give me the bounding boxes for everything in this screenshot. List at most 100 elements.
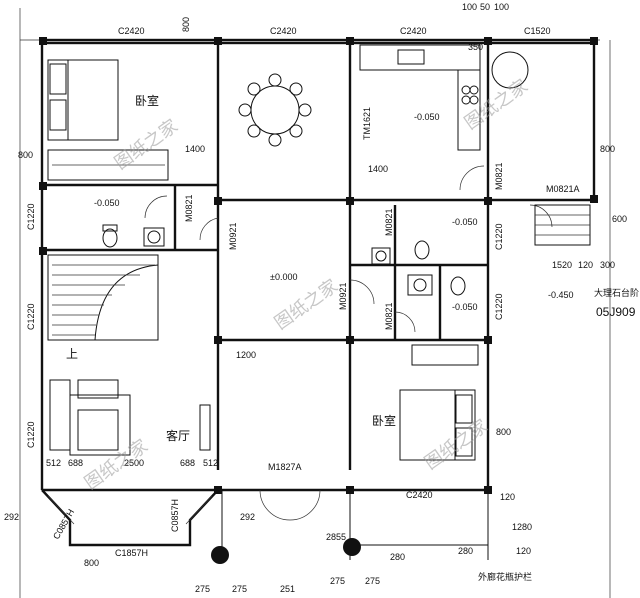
door-m0821-a: M0821 <box>184 194 194 222</box>
dim-1400-a: 1400 <box>185 144 205 154</box>
level-exterior: -0.450 <box>548 290 574 300</box>
room-bedroom-1: 卧室 <box>135 93 159 108</box>
door-tm1621: TM1621 <box>362 107 372 140</box>
dim-800-bottom: 800 <box>84 558 99 568</box>
sink-icon <box>407 274 433 296</box>
bed-icon <box>399 389 476 461</box>
dim-top-1: C2420 <box>118 26 145 36</box>
sofa-icon <box>49 379 131 456</box>
side-steps <box>534 204 591 246</box>
window-labels: C1220 C1220 C1220 C1220 C1220 C1857H C08… <box>26 203 504 558</box>
room-bedroom-2: 卧室 <box>372 413 396 428</box>
dimension-labels: C2420 800 C2420 C2420 100 50 100 C1520 1… <box>4 2 627 594</box>
kitchen-counter-icon <box>359 44 481 151</box>
dim-1400-b: 1400 <box>368 164 388 174</box>
toilet-icon <box>414 240 430 260</box>
dim-120-c: 120 <box>516 546 531 556</box>
level-kitchen: -0.050 <box>414 112 440 122</box>
stair-up: 上 <box>66 347 78 361</box>
dim-512-b: 512 <box>203 458 218 468</box>
door-m0821-b: M0821 <box>384 208 394 236</box>
door-m0921-b: M0921 <box>338 282 348 310</box>
door-labels: M0821 M0921 M0921 M0821 M0821 M0821 M082… <box>184 107 580 472</box>
sink-icon <box>143 227 165 247</box>
level-bath-1: -0.050 <box>94 198 120 208</box>
door-m0821-d: M0821 <box>494 162 504 190</box>
dim-top-6: 50 <box>480 2 490 12</box>
dim-top-2: 800 <box>181 17 191 32</box>
dim-280: 280 <box>458 546 473 556</box>
dim-251: 251 <box>280 584 295 594</box>
door-m1827a: M1827A <box>268 462 302 472</box>
dim-275-a: 275 <box>195 584 210 594</box>
window-c1220-c: C1220 <box>26 421 36 448</box>
level-hall: ±0.000 <box>270 272 297 282</box>
dim-275-d: 275 <box>365 576 380 586</box>
door-m0921-a: M0921 <box>228 222 238 250</box>
window-c1220-d: C1220 <box>494 223 504 250</box>
window-c0857h-a: C0857H <box>51 507 76 541</box>
dim-2855: 2855 <box>326 532 346 542</box>
bed-icon <box>47 59 119 141</box>
dim-top-7: 100 <box>494 2 509 12</box>
note-standard: 05J909 <box>596 305 636 319</box>
toilet-icon <box>450 276 466 296</box>
dim-1200: 1200 <box>236 350 256 360</box>
window-c1220-b: C1220 <box>26 303 36 330</box>
dim-120-b: 120 <box>500 492 515 502</box>
note-railing: 外廊花瓶护栏 <box>478 571 532 582</box>
note-stone-steps: 大理石台阶 <box>594 287 639 298</box>
water-tank-icon <box>491 51 529 89</box>
dim-292-a: 292 <box>4 512 19 522</box>
level-bath-2: -0.050 <box>452 217 478 227</box>
interior-walls <box>42 40 490 470</box>
dim-800-right2: 800 <box>496 427 511 437</box>
dim-688-a: 688 <box>68 458 83 468</box>
dim-1520: 1520 <box>552 260 572 270</box>
watermarks: 图纸之家 图纸之家 图纸之家 图纸之家 图纸之家 <box>81 76 532 494</box>
dim-688-b: 688 <box>180 458 195 468</box>
staircase <box>47 254 159 341</box>
window-c1857h: C1857H <box>115 548 148 558</box>
dining-table-icon <box>238 73 312 147</box>
level-bath-3: -0.050 <box>452 302 478 312</box>
dim-292-b: 292 <box>240 512 255 522</box>
structural-columns <box>39 37 598 494</box>
bay-window <box>41 489 219 547</box>
window-c2420: C2420 <box>406 490 433 500</box>
door-m0821-c: M0821 <box>384 302 394 330</box>
dim-512-a: 512 <box>46 458 61 468</box>
dim-800-right: 800 <box>600 144 615 154</box>
dim-120: 120 <box>578 260 593 270</box>
wardrobe-icon <box>47 149 169 181</box>
watermark: 图纸之家 <box>461 76 532 134</box>
dim-280-b: 280 <box>390 552 405 562</box>
watermark: 图纸之家 <box>421 416 492 474</box>
notes: 大理石台阶 05J909 外廊花瓶护栏 <box>478 287 639 582</box>
toilet-icon <box>102 224 118 248</box>
sink-icon <box>371 247 391 265</box>
level-marks: -0.050 -0.050 -0.050 -0.050 ±0.000 -0.45… <box>94 112 574 312</box>
watermark: 图纸之家 <box>271 276 342 334</box>
dim-top-8: C1520 <box>524 26 551 36</box>
room-labels: 卧室 卧室 客厅 上 <box>66 93 396 443</box>
room-living: 客厅 <box>166 428 190 443</box>
dim-275-b: 275 <box>232 584 247 594</box>
dim-top-3: C2420 <box>270 26 297 36</box>
dim-350: 350 <box>468 42 483 52</box>
wardrobe-icon <box>411 344 479 366</box>
window-c1220-e: C1220 <box>494 293 504 320</box>
dim-top-5: 100 <box>462 2 477 12</box>
dim-600: 600 <box>612 214 627 224</box>
window-c1220-a: C1220 <box>26 203 36 230</box>
porch-steps <box>211 490 489 564</box>
dim-top-4: C2420 <box>400 26 427 36</box>
dim-2500: 2500 <box>124 458 144 468</box>
dim-1280: 1280 <box>512 522 532 532</box>
window-c0857h-b: C0857H <box>170 499 180 532</box>
door-m0821a: M0821A <box>546 184 580 194</box>
tv-cabinet-icon <box>199 404 211 451</box>
dim-300: 300 <box>600 260 615 270</box>
dim-275-c: 275 <box>330 576 345 586</box>
